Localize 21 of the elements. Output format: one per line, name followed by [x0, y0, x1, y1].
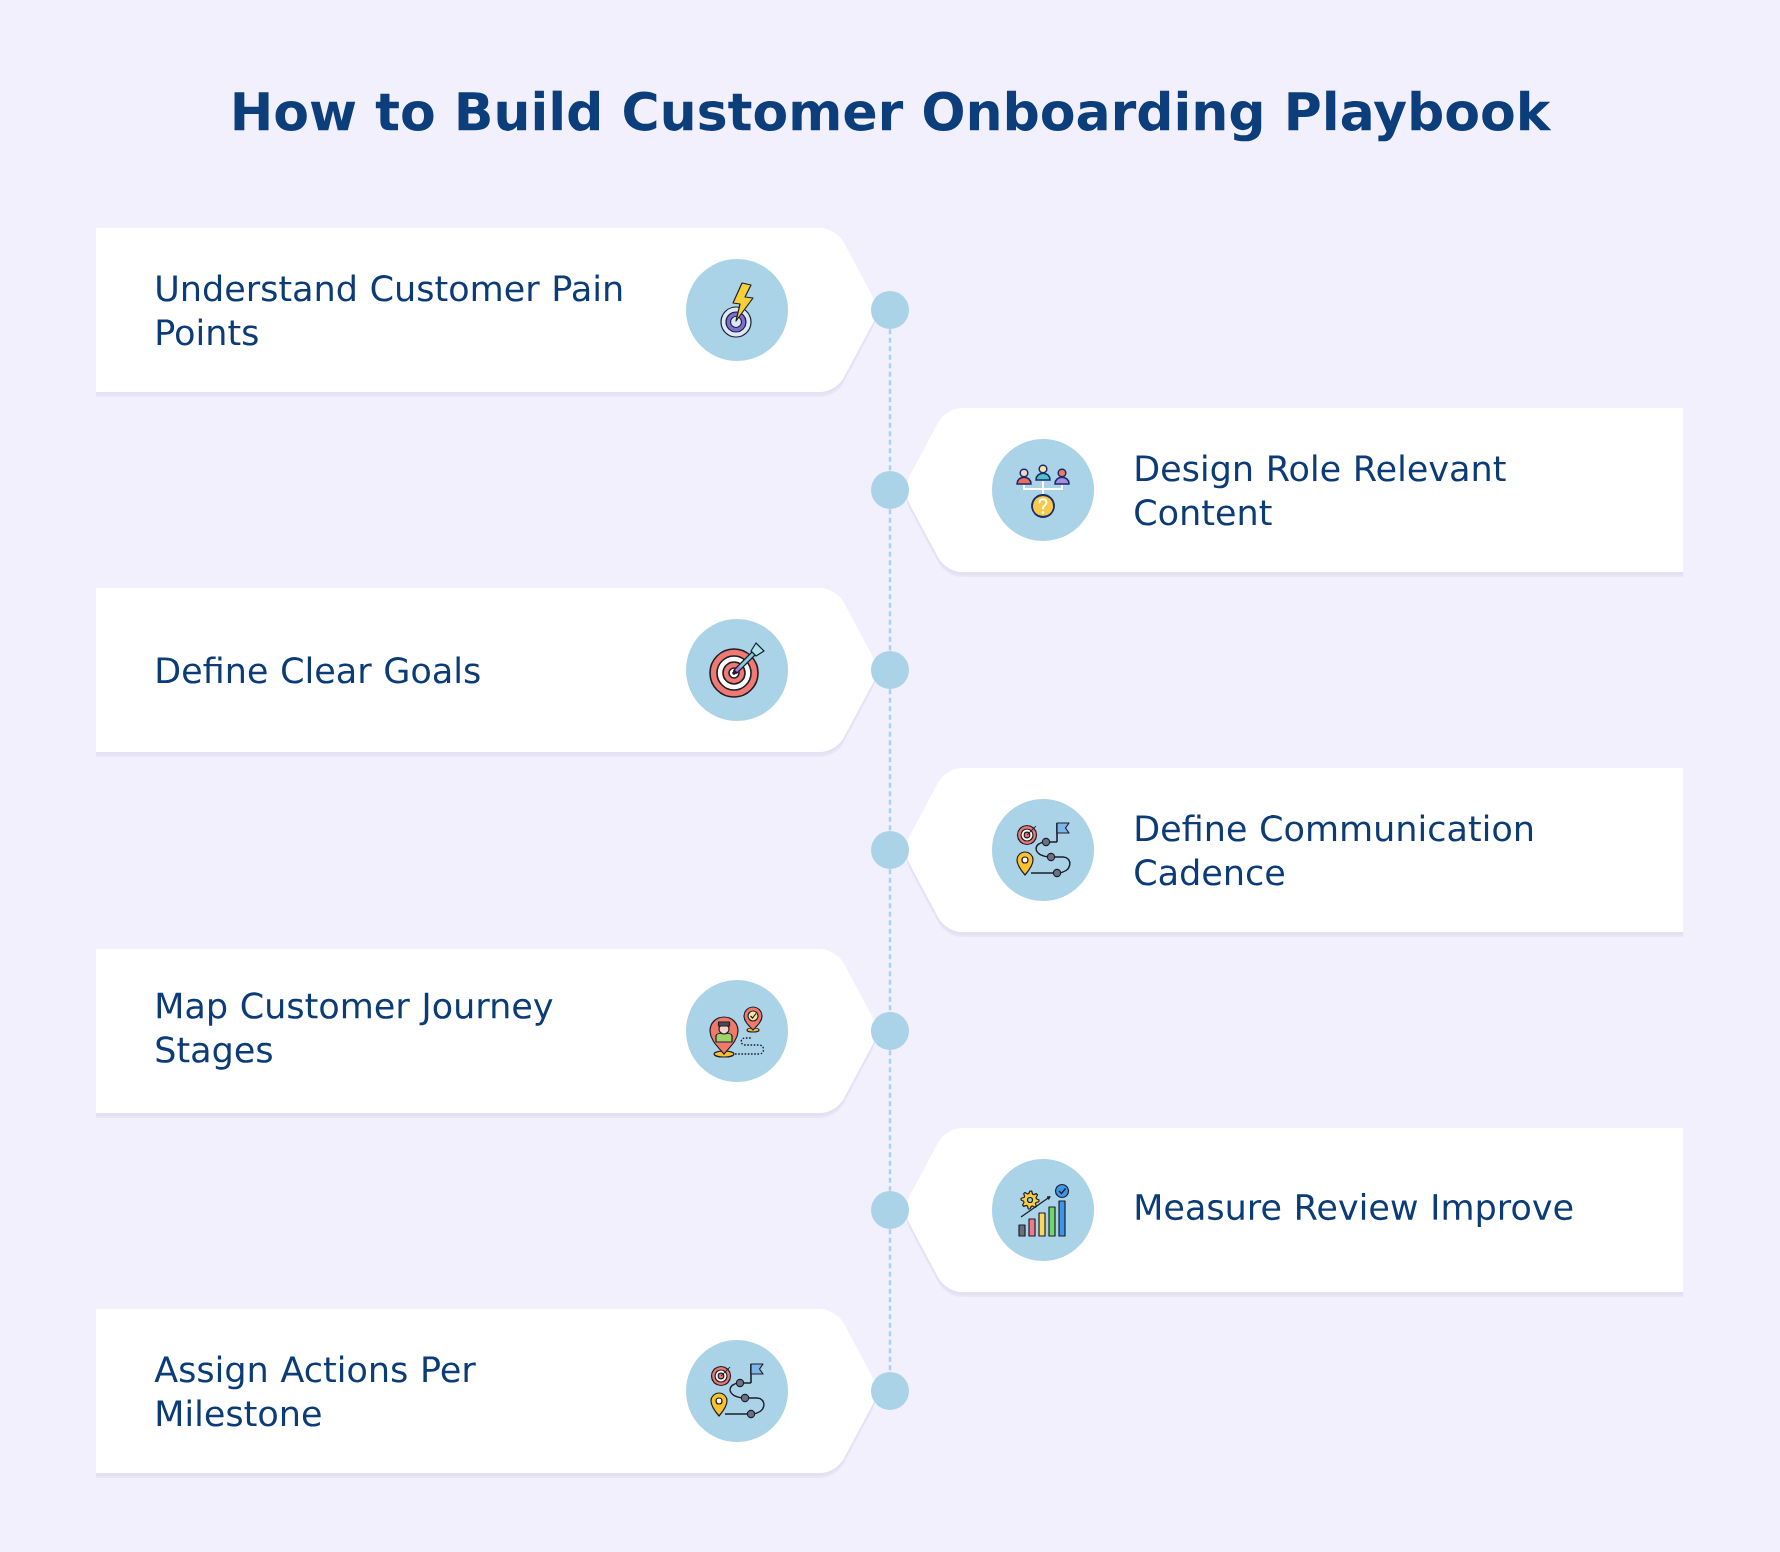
timeline-dot [871, 291, 909, 329]
timeline-dot [871, 471, 909, 509]
step-card: Define Clear Goals [96, 588, 876, 757]
timeline-dot [871, 1372, 909, 1410]
dashed-line [888, 329, 892, 471]
timeline-dot [871, 1191, 909, 1229]
dashed-line [888, 689, 892, 831]
timeline-dot [871, 831, 909, 869]
step-card: Define Communication Cadence [906, 768, 1683, 937]
dashed-line [888, 869, 892, 1012]
step-card: Design Role Relevant Content [906, 408, 1683, 577]
dashed-line [888, 509, 892, 651]
step-card: Map Customer Journey Stages [96, 949, 876, 1118]
dashed-line [888, 1229, 892, 1372]
step-card: Assign Actions Per Milestone [96, 1309, 876, 1478]
step-card: Measure Review Improve [906, 1128, 1683, 1297]
step-card: Understand Customer Pain Points [96, 228, 876, 397]
title: How to Build Customer Onboarding Playbook [234, 90, 1552, 142]
timeline-dot [871, 651, 909, 689]
timeline-dot [871, 1012, 909, 1050]
dashed-line [888, 1050, 892, 1191]
